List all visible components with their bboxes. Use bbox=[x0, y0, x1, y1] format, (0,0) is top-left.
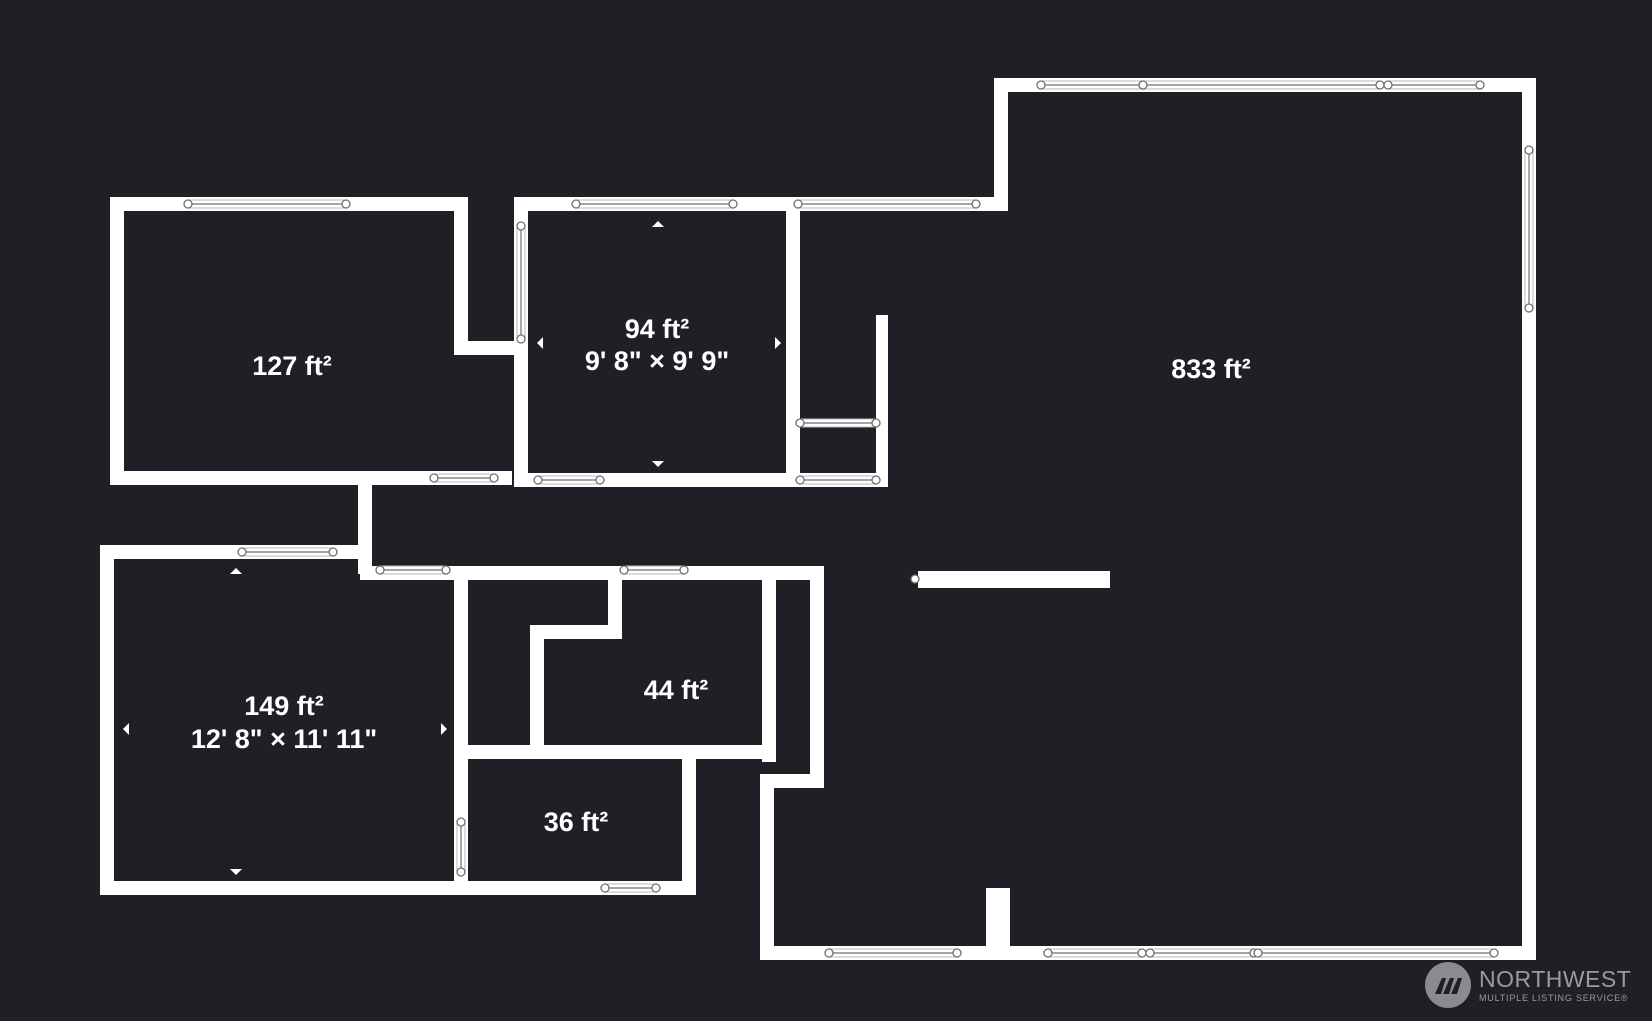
window bbox=[375, 565, 451, 575]
floor-plan-walls bbox=[100, 78, 1536, 960]
window bbox=[456, 817, 466, 877]
wall-segment bbox=[994, 78, 1008, 211]
window bbox=[183, 199, 351, 209]
room-149[interactable]: 149 ft² 12' 8" × 11' 11" bbox=[191, 691, 377, 754]
wall-segment bbox=[514, 473, 888, 487]
wall-segment bbox=[918, 571, 1110, 588]
window bbox=[516, 221, 526, 344]
window bbox=[795, 418, 881, 428]
window bbox=[533, 475, 605, 485]
window bbox=[429, 473, 499, 483]
window bbox=[1524, 145, 1534, 313]
wall-segment bbox=[986, 888, 1010, 960]
wall-segment bbox=[810, 566, 824, 788]
window bbox=[1145, 948, 1259, 958]
wall-segment bbox=[110, 197, 124, 485]
logo-name: NORTHWEST bbox=[1479, 965, 1632, 992]
dimension-arrow-up bbox=[230, 568, 242, 574]
dimension-arrow-left bbox=[537, 337, 543, 349]
room-94-area: 94 ft² bbox=[625, 314, 690, 344]
room-94-dimensions: 9' 8" × 9' 9" bbox=[585, 346, 729, 376]
room-36[interactable]: 36 ft² bbox=[544, 807, 609, 837]
floor-plan-windows bbox=[183, 80, 1534, 958]
wall-segment bbox=[530, 625, 544, 759]
window bbox=[571, 199, 738, 209]
room-44-area: 44 ft² bbox=[644, 675, 709, 705]
dimension-arrow-up bbox=[652, 221, 664, 227]
wall-segment bbox=[454, 566, 468, 895]
room-149-dimensions: 12' 8" × 11' 11" bbox=[191, 724, 377, 754]
wall-segment bbox=[454, 197, 468, 355]
room-833-area: 833 ft² bbox=[1171, 354, 1251, 384]
wall-segment bbox=[100, 881, 696, 895]
wall-segment bbox=[786, 197, 800, 487]
window bbox=[237, 547, 338, 557]
dimension-arrow-down bbox=[652, 461, 664, 467]
room-36-area: 36 ft² bbox=[544, 807, 609, 837]
wall-segment bbox=[876, 315, 888, 487]
wall-segment bbox=[682, 745, 696, 895]
window bbox=[600, 883, 661, 893]
window bbox=[1253, 948, 1499, 958]
window bbox=[824, 948, 962, 958]
dimension-arrow-left bbox=[123, 723, 129, 735]
wall-segment bbox=[454, 745, 776, 759]
window bbox=[1138, 80, 1385, 90]
wall-segment bbox=[530, 625, 622, 639]
wall-segment bbox=[608, 566, 622, 639]
window bbox=[1043, 948, 1147, 958]
room-127[interactable]: 127 ft² bbox=[252, 351, 332, 381]
room-127-area: 127 ft² bbox=[252, 351, 332, 381]
dimension-arrow-down bbox=[230, 869, 242, 875]
nwmls-logo-icon bbox=[1425, 962, 1471, 1008]
dimension-arrows bbox=[123, 221, 781, 875]
window bbox=[619, 565, 689, 575]
window bbox=[795, 475, 881, 485]
wall-segment bbox=[100, 545, 114, 895]
wall-segment bbox=[760, 776, 774, 960]
room-94[interactable]: 94 ft² 9' 8" × 9' 9" bbox=[585, 314, 729, 376]
dimension-arrow-right bbox=[775, 337, 781, 349]
logo-tagline: MULTIPLE LISTING SERVICE® bbox=[1479, 992, 1629, 1003]
nwmls-logo: NORTHWEST MULTIPLE LISTING SERVICE® bbox=[1425, 962, 1631, 1008]
room-833[interactable]: 833 ft² bbox=[1171, 354, 1251, 384]
dimension-arrow-right bbox=[441, 723, 447, 735]
wall-segment bbox=[360, 566, 824, 580]
wall-segment bbox=[110, 471, 512, 485]
room-44[interactable]: 44 ft² bbox=[644, 675, 709, 705]
window bbox=[1036, 80, 1148, 90]
wall-segment bbox=[454, 341, 524, 355]
room-149-area: 149 ft² bbox=[244, 691, 324, 721]
wall-segment bbox=[762, 566, 776, 762]
window bbox=[1383, 80, 1485, 90]
wall-segment bbox=[760, 774, 824, 788]
door-marker bbox=[910, 574, 920, 584]
window bbox=[793, 199, 981, 209]
